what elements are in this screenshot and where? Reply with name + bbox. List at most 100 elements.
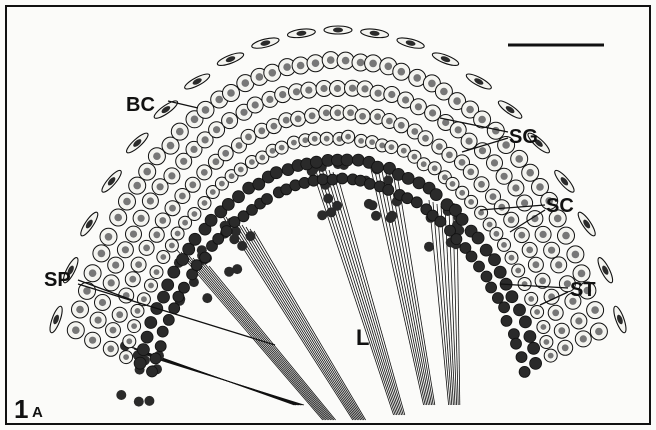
germ-cell-nucleus	[521, 199, 528, 206]
germ-cell-nucleus	[422, 135, 429, 142]
germ-cell-nucleus	[167, 142, 175, 150]
sperm-head	[144, 396, 154, 406]
germ-cell-nucleus	[256, 73, 264, 81]
germ-cell-nucleus	[210, 189, 216, 195]
germ-cell-nucleus	[270, 148, 276, 154]
germ-cell-nucleus	[544, 339, 550, 345]
spermatid-cell	[147, 366, 158, 377]
spermatid-cell	[499, 302, 510, 313]
germ-cell-nucleus	[147, 197, 154, 204]
germ-cell-nucleus	[487, 222, 493, 228]
sperm-head	[323, 194, 333, 204]
germ-cell-nucleus	[297, 62, 305, 70]
germ-cell-nucleus	[229, 173, 235, 179]
germ-cell-nucleus	[143, 168, 151, 176]
spermatid-cell	[162, 279, 174, 291]
germ-cell-nucleus	[123, 198, 131, 206]
germ-cell-nucleus	[468, 199, 474, 205]
panel-letter: A	[32, 404, 43, 421]
spermatid-cell	[352, 154, 364, 166]
spermatid-cell	[372, 161, 384, 173]
sperm-tail	[246, 227, 362, 420]
spermatid-cell	[492, 293, 503, 304]
germ-cell-nucleus	[215, 96, 223, 104]
germ-cell-nucleus	[238, 167, 244, 173]
germ-cell-nucleus	[412, 154, 418, 160]
germ-cell-nucleus	[334, 109, 341, 116]
germ-cell-nucleus	[283, 117, 290, 124]
germ-cell-nucleus	[501, 242, 507, 248]
sperm-head	[202, 293, 212, 303]
germ-cell-nucleus	[192, 211, 198, 217]
spermatid-cell	[514, 304, 526, 316]
germ-cell-nucleus	[459, 159, 466, 166]
germ-cell-nucleus	[110, 327, 117, 334]
germ-cell-nucleus	[179, 193, 186, 200]
germ-cell-nucleus	[479, 147, 486, 154]
germ-cell-nucleus	[320, 85, 327, 92]
label-sg: SG	[509, 126, 538, 148]
germ-cell-nucleus	[191, 116, 199, 124]
germ-cell-nucleus	[446, 152, 453, 159]
spermatid-cell	[435, 216, 446, 227]
spermatid-cell	[411, 197, 422, 208]
basal-cell-nucleus	[333, 28, 343, 33]
germ-cell-nucleus	[108, 279, 115, 286]
germ-cell-nucleus	[539, 277, 546, 284]
germ-cell-nucleus	[450, 181, 456, 187]
germ-cell-nucleus	[249, 159, 255, 165]
germ-cell-nucleus	[138, 215, 145, 222]
germ-cell-nucleus	[440, 88, 448, 96]
spermatid-cell	[466, 251, 477, 262]
germ-cell-nucleus	[295, 115, 302, 122]
germ-cell-nucleus	[327, 56, 335, 64]
germ-cell-nucleus	[379, 143, 385, 149]
spermatid-cell	[494, 266, 506, 278]
germ-cell-nucleus	[591, 306, 599, 314]
spermatid-cell	[158, 291, 170, 303]
germ-cell-nucleus	[361, 85, 368, 92]
germ-cell-nucleus	[309, 112, 316, 119]
germ-cell-nucleus	[375, 90, 382, 97]
spermatid-cell	[472, 232, 484, 244]
germ-cell-nucleus	[478, 116, 486, 124]
sperm-head	[371, 211, 381, 221]
germ-cell-nucleus	[515, 155, 523, 163]
spermatid-cell	[137, 344, 149, 356]
spermatid-cell	[519, 316, 531, 328]
germ-cell-nucleus	[533, 261, 540, 268]
germ-cell-nucleus	[157, 183, 164, 190]
germ-cell-nucleus	[213, 158, 220, 165]
germ-cell-nucleus	[491, 159, 498, 166]
germ-cell-nucleus	[466, 138, 473, 145]
sperm-tail	[254, 231, 366, 420]
spermatid-cell	[524, 331, 536, 343]
germ-cell-nucleus	[202, 200, 208, 206]
germ-cell-nucleus	[236, 142, 243, 149]
spermatid-cell	[191, 260, 202, 271]
germ-cell-nucleus	[526, 247, 533, 254]
germ-cell-nucleus	[99, 299, 106, 306]
germ-cell-nucleus	[572, 251, 580, 259]
germ-cell-nucleus	[455, 126, 462, 133]
germ-cell-nucleus	[227, 89, 235, 97]
sperm-head	[224, 267, 234, 277]
spermatid-cell	[516, 352, 527, 363]
germ-cell-nucleus	[291, 140, 297, 146]
spermatid-cell	[141, 331, 153, 343]
sperm-head	[134, 397, 144, 407]
sperm-tail	[205, 264, 334, 420]
germ-cell-nucleus	[459, 190, 465, 196]
spermatid-cell	[530, 357, 542, 369]
spermatid-cell	[205, 214, 217, 226]
germ-cell-nucleus	[240, 109, 247, 116]
spermatid-cell	[189, 233, 201, 245]
germ-cell-nucleus	[259, 155, 265, 161]
germ-cell-nucleus	[536, 183, 544, 191]
spermatid-cell	[179, 282, 190, 293]
germ-cell-nucleus	[541, 324, 547, 330]
spermatid-cell	[200, 252, 211, 263]
germ-cell-nucleus	[369, 60, 377, 68]
germ-cell-nucleus	[347, 109, 354, 116]
germ-cell-nucleus	[302, 137, 308, 143]
